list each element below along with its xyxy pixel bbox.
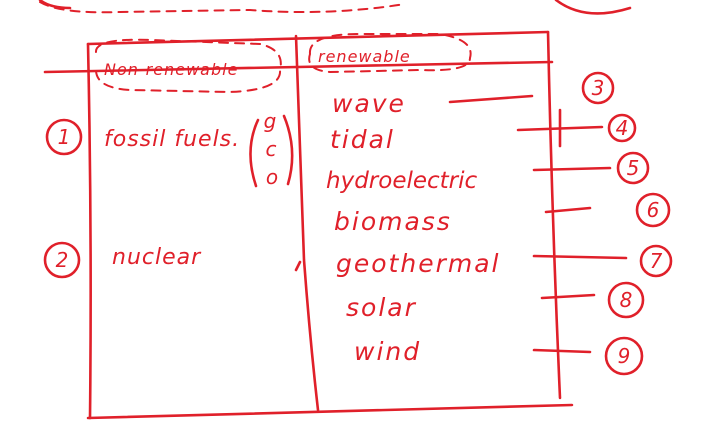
number-3: 3 xyxy=(592,76,605,100)
item-geothermal: geothermal xyxy=(336,249,500,278)
number-circle-5 xyxy=(616,151,650,185)
item-biomass: biomass xyxy=(334,207,452,236)
number-5: 5 xyxy=(627,156,640,180)
table-bottom-border xyxy=(86,403,574,420)
connector-9 xyxy=(532,348,592,354)
top-scribble-dashes xyxy=(39,1,406,14)
number-6: 6 xyxy=(647,198,660,222)
number-circle-2 xyxy=(43,241,81,279)
header-non-renewable: Non-renewable xyxy=(104,60,238,79)
number-circle-9 xyxy=(604,336,644,376)
header-renewable: renewable xyxy=(318,47,411,66)
top-scribble-left xyxy=(38,0,72,10)
connector-8 xyxy=(540,293,596,300)
number-9: 9 xyxy=(618,344,631,368)
table-top-border xyxy=(86,30,550,46)
table-right-border xyxy=(546,30,562,400)
item-hydroelectric: hydroelectric xyxy=(326,168,478,194)
top-scribble-circle-arc xyxy=(554,0,632,15)
item-wind: wind xyxy=(354,337,421,366)
number-8: 8 xyxy=(620,288,633,312)
item-tidal: tidal xyxy=(330,125,395,154)
connector-7 xyxy=(532,254,628,260)
number-2: 2 xyxy=(56,248,69,272)
number-circle-8 xyxy=(607,281,645,319)
table-left-border xyxy=(86,42,92,420)
number-7: 7 xyxy=(650,249,663,273)
item-solar: solar xyxy=(346,293,417,322)
divider-tick xyxy=(294,260,302,272)
letter-o: o xyxy=(266,165,278,189)
table-header-rule xyxy=(43,60,554,74)
number-circle-1 xyxy=(45,118,83,156)
letter-g: g xyxy=(264,109,277,133)
letter-c: c xyxy=(266,137,277,161)
number-1: 1 xyxy=(58,125,71,149)
table-column-divider xyxy=(294,34,320,412)
connector-6 xyxy=(544,206,592,214)
header-right-oval xyxy=(308,33,472,74)
number-circle-6 xyxy=(635,192,671,228)
connector-3 xyxy=(448,94,534,104)
gco-right-bracket xyxy=(282,114,294,186)
header-left-oval xyxy=(95,38,282,94)
gco-left-bracket xyxy=(249,118,260,188)
number-circle-3 xyxy=(581,71,615,105)
connector-5 xyxy=(532,166,612,172)
item-fossil-fuels: fossil fuels. xyxy=(104,127,240,152)
item-wave: wave xyxy=(332,89,406,118)
number-4: 4 xyxy=(616,116,629,140)
number-circle-4 xyxy=(607,113,637,143)
number-circle-7 xyxy=(639,244,673,278)
item-nuclear: nuclear xyxy=(112,245,202,270)
